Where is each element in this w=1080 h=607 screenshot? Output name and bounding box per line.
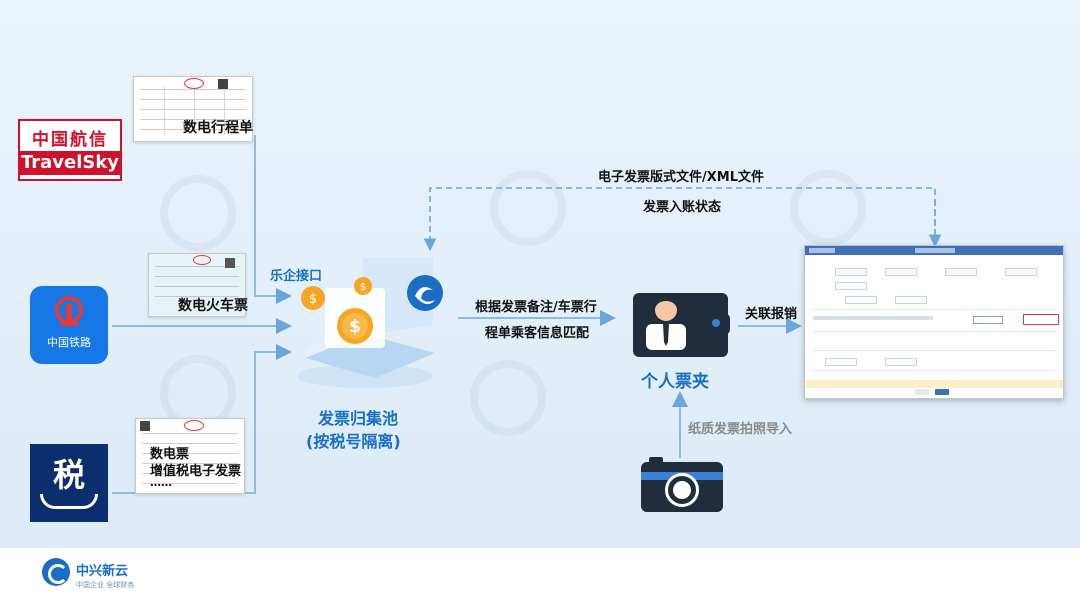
- railway-name: 中国铁路: [47, 336, 91, 349]
- match-label-2: 程单乘客信息匹配: [485, 326, 590, 341]
- reimbursement-screenshot: [804, 245, 1064, 399]
- train-ticket-document: [148, 253, 246, 317]
- interface-label: 乐企接口: [270, 269, 323, 284]
- vat-label-2: 增值税电子发票: [150, 464, 242, 479]
- pool-title-2: (按税号隔离): [306, 432, 401, 451]
- svg-text:$: $: [309, 292, 317, 307]
- svg-text:$: $: [360, 282, 366, 293]
- railway-logo: 中国铁路: [30, 286, 108, 364]
- train-ticket-label: 数电火车票: [178, 298, 248, 314]
- railway-emblem-icon: [55, 296, 83, 326]
- wallet-title: 个人票夹: [641, 372, 709, 392]
- travelsky-logo: 中国航信 TravelSky: [18, 119, 122, 181]
- itinerary-label: 数电行程单: [183, 120, 253, 136]
- watermark-logo: [470, 360, 546, 436]
- feedback-label-2: 发票入账状态: [643, 200, 722, 215]
- footer: 中兴新云 中国企业 全球财务: [0, 548, 1080, 607]
- brand-slogan: 中国企业 全球财务: [76, 581, 135, 589]
- brand-logo-icon: [42, 558, 70, 586]
- travelsky-cn-text: 中国航信: [32, 130, 108, 150]
- match-label-1: 根据发票备注/车票行: [475, 300, 597, 315]
- camera-icon: [641, 457, 723, 512]
- diagram-canvas: 中国航信 TravelSky 数电行程单 中国铁路 数电火车票 税 数电票 增值…: [0, 0, 1080, 548]
- vat-label-3: ……: [150, 476, 172, 489]
- travelsky-en-text: TravelSky: [20, 151, 120, 175]
- tax-logo: 税: [30, 444, 108, 522]
- watermark-logo: [160, 175, 236, 251]
- tax-arc-icon: [40, 493, 98, 509]
- vat-invoice-document: [135, 418, 245, 494]
- camera-label: 纸质发票拍照导入: [688, 422, 793, 437]
- watermark-logo: [490, 170, 566, 246]
- svg-text:$: $: [349, 317, 361, 337]
- vat-label-1: 数电票: [150, 447, 190, 462]
- pool-title-1: 发票归集池: [318, 409, 399, 428]
- itinerary-document: [133, 76, 253, 142]
- feedback-label-1: 电子发票版式文件/XML文件: [598, 170, 764, 185]
- watermark-logo: [790, 170, 866, 246]
- tax-glyph: 税: [52, 455, 85, 494]
- reimburse-label: 关联报销: [745, 307, 798, 322]
- invoice-pool-illustration: $ $ $: [297, 258, 443, 388]
- brand-name: 中兴新云: [76, 564, 129, 579]
- person-avatar-icon: [646, 295, 686, 350]
